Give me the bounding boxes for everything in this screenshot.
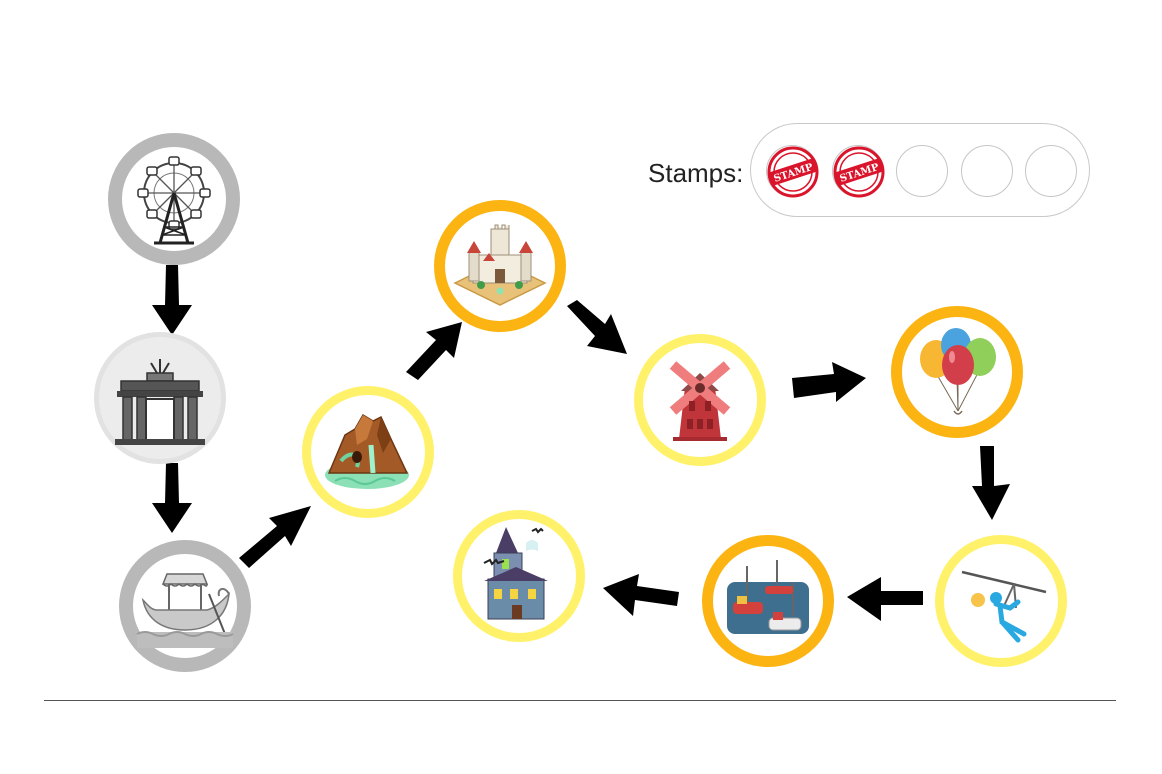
path-arrow (239, 506, 311, 568)
path-arrow (152, 265, 192, 335)
attraction-gate[interactable] (94, 332, 226, 464)
stamp-slot-5 (1025, 145, 1077, 197)
stamp-slot-4 (961, 145, 1013, 197)
path-arrow (972, 446, 1010, 520)
zipline-icon (961, 570, 1047, 643)
attraction-zipline[interactable] (935, 535, 1067, 667)
castle-icon (453, 224, 547, 306)
balloons-icon (920, 328, 996, 415)
bumper-cars-icon (727, 560, 809, 634)
attraction-swan-boat[interactable] (119, 540, 251, 672)
attraction-castle[interactable] (434, 200, 566, 332)
haunted-house-icon (483, 527, 548, 620)
stamp-icon: STAMP (767, 146, 819, 198)
gate-icon (115, 359, 205, 445)
stamps-label: Stamps: (648, 158, 744, 188)
windmill-icon (669, 361, 731, 441)
path-arrow (847, 577, 923, 621)
path-arrow (152, 463, 192, 533)
stamps-tray: STAMP STAMP (750, 123, 1090, 217)
stamp-slot-2: STAMP (832, 145, 885, 198)
path-arrow (567, 300, 627, 354)
attraction-windmill[interactable] (634, 334, 766, 466)
stamp-slot-3 (896, 145, 948, 197)
ferris-wheel-icon (137, 156, 211, 245)
stamp-slot-1: STAMP (766, 145, 819, 198)
attraction-bumper-cars[interactable] (702, 535, 834, 667)
attraction-mountain[interactable] (302, 386, 434, 518)
mountain-waterfall-icon (325, 413, 409, 489)
path-arrow (603, 574, 679, 616)
attraction-ferris-wheel[interactable] (108, 133, 240, 265)
attraction-haunted-house[interactable] (453, 510, 585, 642)
swan-boat-icon (136, 573, 234, 648)
stamp-icon: STAMP (833, 146, 885, 198)
baseline-divider (44, 700, 1116, 701)
attraction-balloons[interactable] (891, 306, 1023, 438)
path-arrow (406, 322, 462, 380)
path-arrow (792, 362, 866, 402)
